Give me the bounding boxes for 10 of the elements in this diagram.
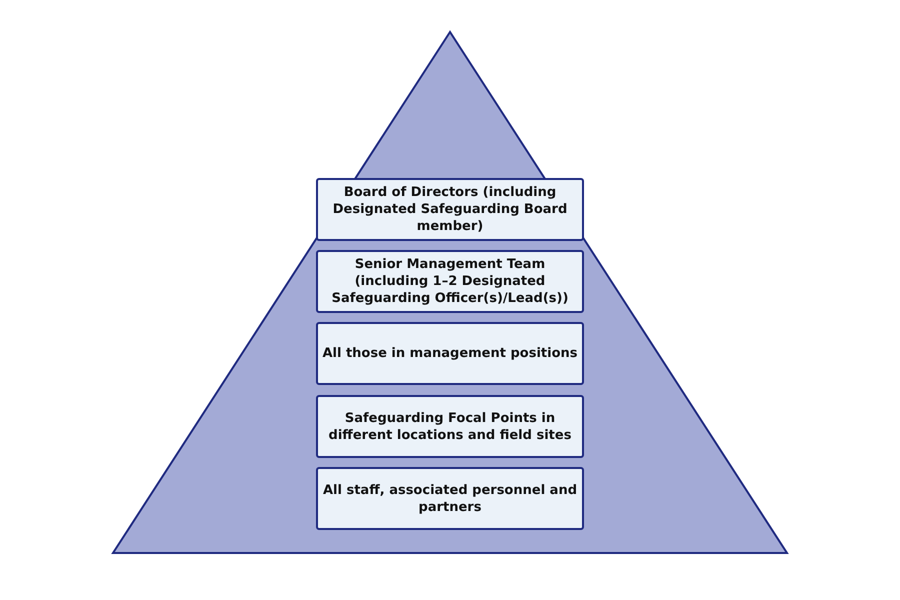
tier-label: Senior Management Team (including 1–2 Designated Safeguarding Officer(s)/Lead(s)) <box>330 256 570 307</box>
tier-box <box>316 395 584 458</box>
tier-label: All those in management positions <box>321 345 579 362</box>
tier-box <box>316 178 584 241</box>
tier-box <box>316 467 584 530</box>
tier-box <box>316 322 584 385</box>
tier-box <box>316 250 584 313</box>
tier-label: All staff, associated personnel and partners <box>322 482 578 516</box>
tier-label: Safeguarding Focal Points in different locations and field sites <box>328 410 572 444</box>
tier-label: Board of Directors (including Designated Safeguarding Board member) <box>332 184 568 235</box>
